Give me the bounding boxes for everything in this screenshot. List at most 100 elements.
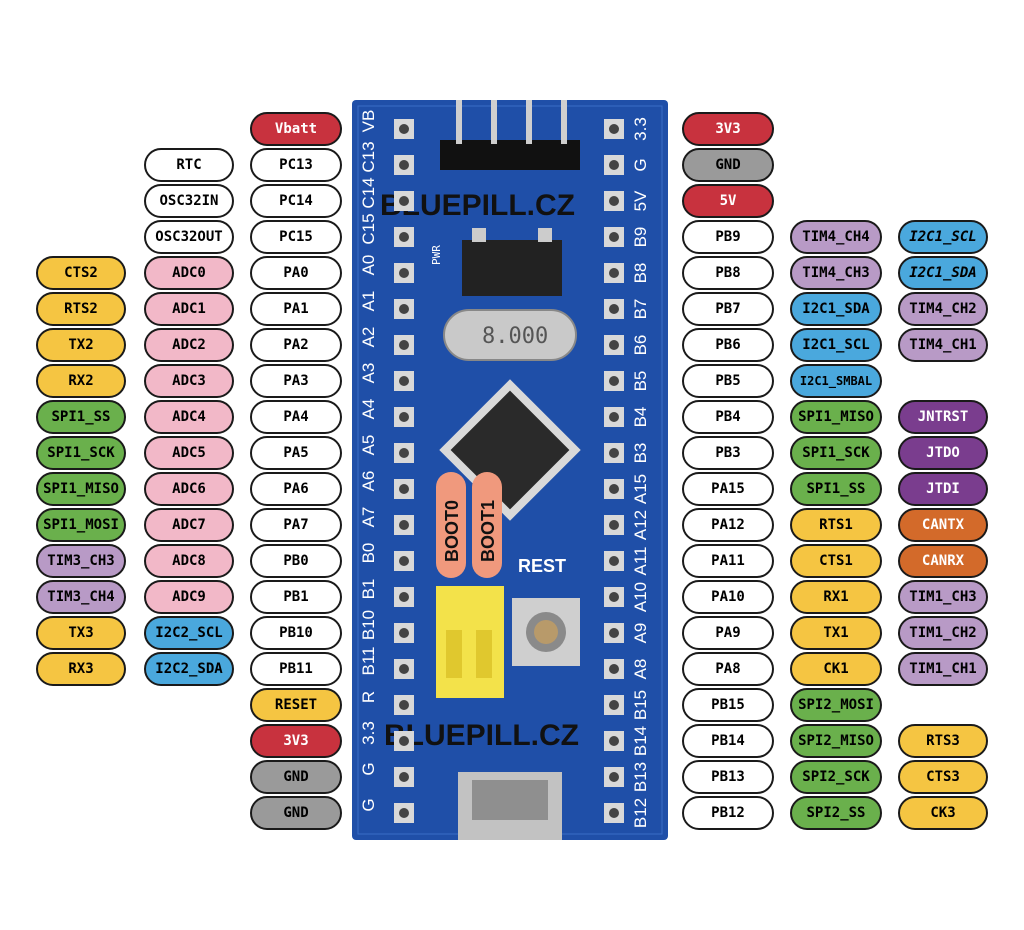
pin-label-adc8: ADC8 <box>144 544 234 578</box>
silk-right-label: B7 <box>631 299 650 320</box>
silk-right-label: B4 <box>631 407 650 428</box>
silk-left-label: A0 <box>359 255 378 276</box>
left-pad-hole <box>399 700 409 710</box>
left-pad-hole <box>399 556 409 566</box>
silk-right-label: B12 <box>631 798 650 828</box>
pin-label-pa5: PA5 <box>250 436 342 470</box>
left-pad-hole <box>399 340 409 350</box>
silk-left-label: 3.3 <box>359 721 378 745</box>
silk-left-label: A1 <box>359 291 378 312</box>
right-pad-hole <box>609 376 619 386</box>
pin-label-reset: RESET <box>250 688 342 722</box>
right-pad-hole <box>609 268 619 278</box>
pin-label-pa15: PA15 <box>682 472 774 506</box>
pin-label-tim4-ch3: TIM4_CH3 <box>790 256 882 290</box>
pin-label-pa7: PA7 <box>250 508 342 542</box>
silk-right-label: B13 <box>631 762 650 792</box>
silk-right-label: A8 <box>631 659 650 680</box>
pin-label-jtdo: JTDO <box>898 436 988 470</box>
pin-label-adc0: ADC0 <box>144 256 234 290</box>
silk-right-label: B15 <box>631 690 650 720</box>
right-pad-hole <box>609 304 619 314</box>
pin-label-pc14: PC14 <box>250 184 342 218</box>
left-pad-hole <box>399 160 409 170</box>
silk-left-label: A6 <box>359 471 378 492</box>
silk-left-label: A4 <box>359 399 378 420</box>
pin-label-pb0: PB0 <box>250 544 342 578</box>
pin-label-pc13: PC13 <box>250 148 342 182</box>
left-pad-hole <box>399 412 409 422</box>
pin-label-gnd: GND <box>250 796 342 830</box>
pin-label-i2c1-sda: I2C1_SDA <box>790 292 882 326</box>
silk-left-label: B1 <box>359 579 378 600</box>
pin-label-rx1: RX1 <box>790 580 882 614</box>
pin-label-pa2: PA2 <box>250 328 342 362</box>
silk-right-label: B8 <box>631 263 650 284</box>
right-pad-hole <box>609 412 619 422</box>
pin-label-adc2: ADC2 <box>144 328 234 362</box>
left-pad-hole <box>399 736 409 746</box>
silk-left-label: R <box>359 691 378 703</box>
pin-label-pa11: PA11 <box>682 544 774 578</box>
silk-right-label: B9 <box>631 227 650 248</box>
left-pad-hole <box>399 124 409 134</box>
right-pad-hole <box>609 772 619 782</box>
pin-label-spi1-sck: SPI1_SCK <box>36 436 126 470</box>
pin-label-rx3: RX3 <box>36 652 126 686</box>
silk-right-label: B6 <box>631 335 650 356</box>
pin-label-pc15: PC15 <box>250 220 342 254</box>
pin-label-rts1: RTS1 <box>790 508 882 542</box>
silk-right-label: 3.3 <box>631 117 650 141</box>
boot1-marker <box>472 472 502 578</box>
boot0-marker <box>436 472 466 578</box>
pin-label-canrx: CANRX <box>898 544 988 578</box>
pin-label-pb13: PB13 <box>682 760 774 794</box>
right-pad-hole <box>609 160 619 170</box>
right-pad-hole <box>609 592 619 602</box>
pin-label-i2c1-smbal: I2C1_SMBAL <box>790 364 882 398</box>
right-pad-hole <box>609 664 619 674</box>
right-pad-hole <box>609 448 619 458</box>
pin-label-spi1-miso: SPI1_MISO <box>36 472 126 506</box>
pin-label-rts2: RTS2 <box>36 292 126 326</box>
pin-label-i2c2-scl: I2C2_SCL <box>144 616 234 650</box>
pin-label-tim4-ch2: TIM4_CH2 <box>898 292 988 326</box>
silk-left-label: A7 <box>359 507 378 528</box>
silk-left-label: C13 <box>359 141 378 172</box>
silk-left-label: C14 <box>359 177 378 208</box>
silk-right-label: A10 <box>631 582 650 612</box>
pin-label-osc32in: OSC32IN <box>144 184 234 218</box>
bluepill-board: BLUEPILL.CZ PWR 8.000 BOOT0 BOOT1 REST B… <box>352 100 668 840</box>
pin-label-spi1-ss: SPI1_SS <box>790 472 882 506</box>
silk-left-label: B11 <box>359 647 378 676</box>
boot1-label: BOOT1 <box>478 500 498 562</box>
right-pad-hole <box>609 700 619 710</box>
pin-label-pb8: PB8 <box>682 256 774 290</box>
pin-label-spi2-miso: SPI2_MISO <box>790 724 882 758</box>
pin-label-i2c1-sda: I2C1_SDA <box>898 256 988 290</box>
reset-label: REST <box>518 556 566 576</box>
silkscreen-right: 3.3G5VB9B8B7B6B5B4B3A15A12A11A10A9A8B15B… <box>631 117 650 828</box>
pin-label-pb3: PB3 <box>682 436 774 470</box>
pin-label-3v3: 3V3 <box>682 112 774 146</box>
pin-label-i2c1-scl: I2C1_SCL <box>898 220 988 254</box>
pin-label-pb14: PB14 <box>682 724 774 758</box>
silk-right-label: A11 <box>631 547 650 576</box>
pin-label-pa6: PA6 <box>250 472 342 506</box>
pin-label-rx2: RX2 <box>36 364 126 398</box>
left-pad-hole <box>399 376 409 386</box>
pin-label-spi1-mosi: SPI1_MOSI <box>36 508 126 542</box>
pin-label-adc6: ADC6 <box>144 472 234 506</box>
pin-label-tim4-ch4: TIM4_CH4 <box>790 220 882 254</box>
pin-label-pb7: PB7 <box>682 292 774 326</box>
pwr-label: PWR <box>430 245 443 265</box>
right-pad-hole <box>609 520 619 530</box>
left-pad-hole <box>399 520 409 530</box>
pin-label-pa0: PA0 <box>250 256 342 290</box>
pin-label-gnd: GND <box>682 148 774 182</box>
right-pad-hole <box>609 340 619 350</box>
right-pad-hole <box>609 808 619 818</box>
silk-left-label: C15 <box>359 213 378 244</box>
pin-label-adc7: ADC7 <box>144 508 234 542</box>
